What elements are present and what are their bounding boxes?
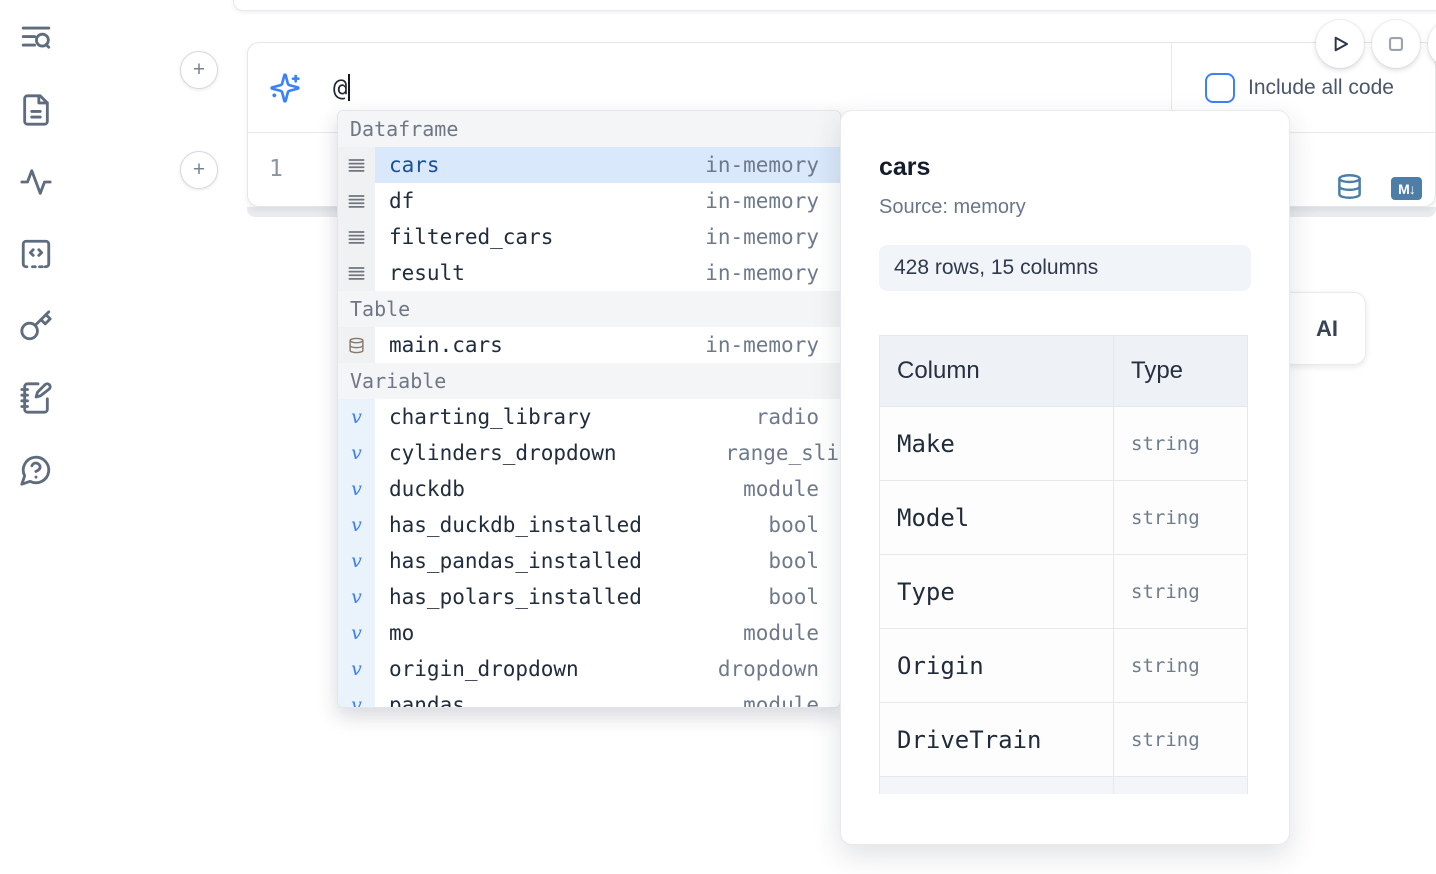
variable-icon: v	[338, 543, 375, 579]
variable-icon: v	[338, 687, 375, 707]
play-icon	[1334, 36, 1349, 52]
autocomplete-item[interactable]: result in-memory	[338, 255, 840, 291]
code-editor-row[interactable]: 1 M↓	[248, 134, 1435, 207]
variable-icon: v	[338, 471, 375, 507]
panel-source: Source: memory	[879, 196, 1026, 218]
prompt-value: @	[333, 73, 348, 102]
autocomplete-item[interactable]: v charting_library radio	[338, 399, 840, 435]
variable-icon: v	[338, 435, 375, 471]
shape-badge: 428 rows, 15 columns	[879, 245, 1251, 291]
autocomplete-section-label: Variable	[338, 363, 840, 399]
sidebar-notebook-pen-icon[interactable]	[19, 381, 53, 415]
dataframe-preview-panel: cars Source: memory 428 rows, 15 columns…	[840, 110, 1290, 845]
sidebar-file-document-icon[interactable]	[19, 93, 53, 127]
autocomplete-item[interactable]: v cylinders_dropdown range_slider	[338, 435, 840, 471]
schema-table: Column Type Make string Model string Typ…	[879, 335, 1248, 794]
variable-icon: v	[338, 507, 375, 543]
variable-icon: v	[338, 399, 375, 435]
autocomplete-item[interactable]: cars in-memory	[338, 147, 840, 183]
autocomplete-item[interactable]: v duckdb module	[338, 471, 840, 507]
dataframe-icon	[338, 183, 375, 219]
more-actions-button[interactable]	[1428, 20, 1436, 68]
sidebar-key-icon[interactable]	[19, 309, 53, 343]
dataframe-icon	[338, 255, 375, 291]
add-cell-below-button[interactable]: +	[180, 151, 218, 189]
run-cell-button[interactable]	[1316, 20, 1364, 68]
sidebar-code-snippet-icon[interactable]	[19, 237, 53, 271]
autocomplete-item[interactable]: df in-memory	[338, 183, 840, 219]
variable-icon: v	[338, 615, 375, 651]
schema-row: Model string	[879, 480, 1248, 555]
line-number: 1	[269, 156, 283, 182]
autocomplete-item[interactable]: v has_pandas_installed bool	[338, 543, 840, 579]
include-all-code-checkbox[interactable]	[1205, 73, 1235, 103]
autocomplete-section-label: Table	[338, 291, 840, 327]
autocomplete-item[interactable]: v has_duckdb_installed bool	[338, 507, 840, 543]
include-all-code-label: Include all code	[1248, 76, 1394, 99]
markdown-icon[interactable]: M↓	[1391, 177, 1422, 200]
database-icon[interactable]	[1336, 172, 1363, 206]
autocomplete-item[interactable]: v has_polars_installed bool	[338, 579, 840, 615]
variable-icon: v	[338, 579, 375, 615]
autocomplete-section-label: Dataframe	[338, 111, 840, 147]
table-icon	[338, 327, 375, 363]
dataframe-icon	[338, 219, 375, 255]
variable-icon: v	[338, 651, 375, 687]
previous-cell-edge	[233, 0, 1436, 11]
autocomplete-item[interactable]: v mo module	[338, 615, 840, 651]
autocomplete-item[interactable]: v origin_dropdown dropdown	[338, 651, 840, 687]
stop-cell-button[interactable]	[1372, 20, 1420, 68]
schema-row: Make string	[879, 406, 1248, 481]
sidebar-help-chat-icon[interactable]	[19, 453, 53, 487]
dataframe-icon	[338, 147, 375, 183]
schema-row: DriveTrain string	[879, 702, 1248, 777]
schema-header-column: Column	[879, 335, 1114, 407]
sidebar-text-search-icon[interactable]	[19, 21, 53, 55]
sidebar	[0, 0, 72, 874]
schema-row: Origin string	[879, 628, 1248, 703]
panel-title: cars	[879, 153, 931, 181]
stop-icon	[1388, 36, 1404, 52]
autocomplete-item[interactable]: filtered_cars in-memory	[338, 219, 840, 255]
schema-row: Type string	[879, 554, 1248, 629]
schema-header-type: Type	[1113, 335, 1248, 407]
text-caret	[348, 74, 351, 101]
include-all-code-option: Include all code	[1171, 43, 1436, 133]
add-cell-above-button[interactable]: +	[180, 51, 218, 89]
ai-sparkles-icon	[270, 72, 300, 103]
autocomplete-item[interactable]: main.cars in-memory	[338, 327, 840, 363]
schema-table-container: Column Type Make string Model string Typ…	[879, 335, 1251, 794]
sidebar-activity-icon[interactable]	[19, 165, 53, 199]
schema-row-partial	[879, 776, 1248, 794]
autocomplete-item[interactable]: v pandas module	[338, 687, 840, 707]
autocomplete-dropdown: Dataframe cars in-memory df in-memory fi…	[337, 110, 841, 708]
